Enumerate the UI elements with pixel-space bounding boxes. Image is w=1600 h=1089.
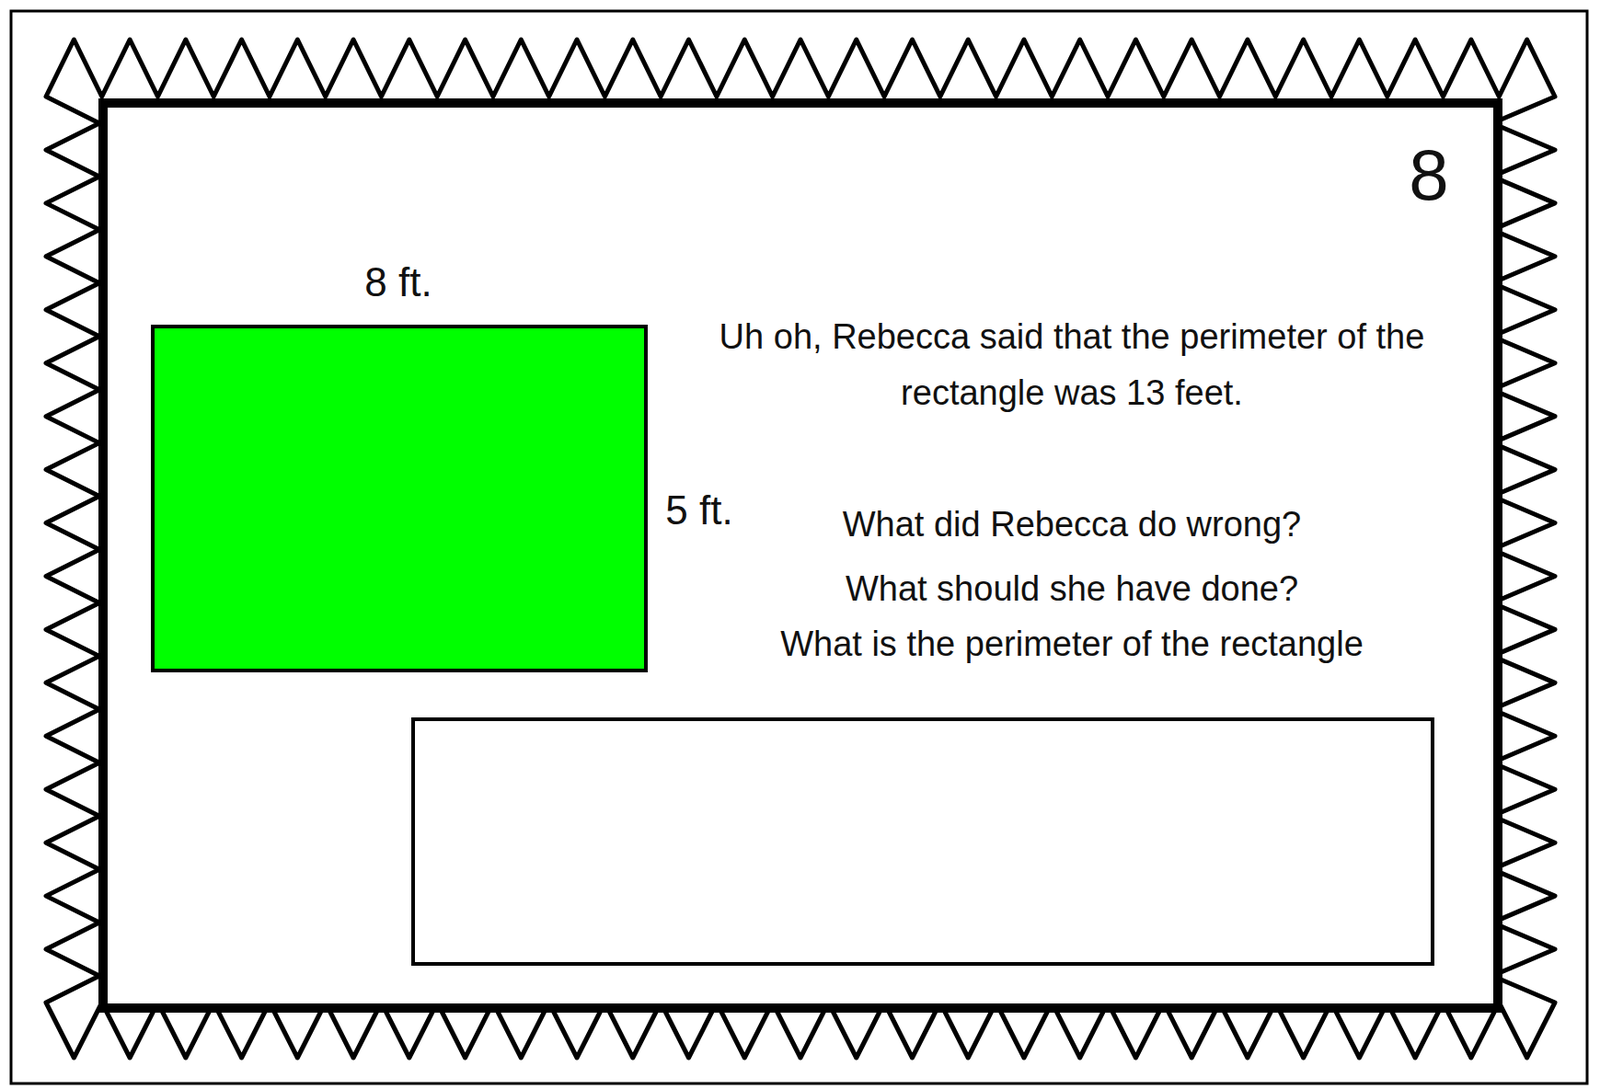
- dimension-label: 8 ft.: [306, 250, 491, 315]
- green-rectangle: [152, 326, 646, 671]
- card-border: [11, 11, 1588, 1084]
- question-text: What is the perimeter of the rectangle: [708, 616, 1436, 673]
- zigzag-border: [46, 39, 1555, 1059]
- inner-frame: [103, 103, 1498, 1009]
- answer-box: [413, 719, 1433, 965]
- question-text: What should she have done?: [708, 561, 1436, 618]
- card-number: 8: [1387, 117, 1471, 233]
- problem-statement: Uh oh, Rebecca said that the perimeter o…: [708, 309, 1436, 422]
- question-text: What did Rebecca do wrong?: [708, 496, 1436, 553]
- dimension-label: 5 ft.: [648, 478, 750, 543]
